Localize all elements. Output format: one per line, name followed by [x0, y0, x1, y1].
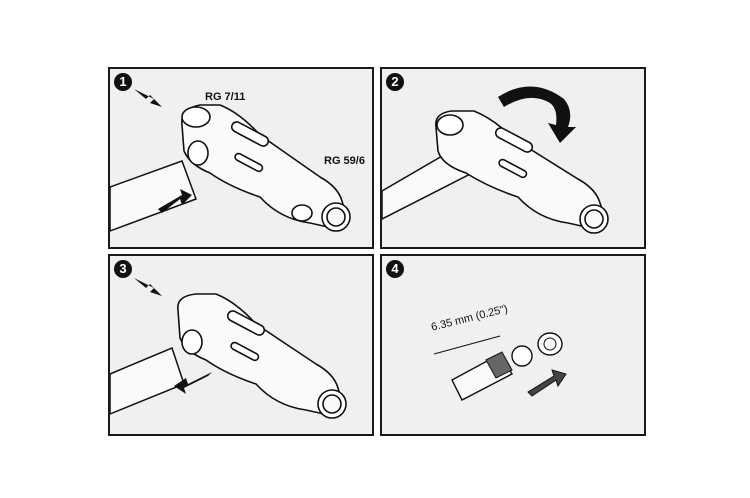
- braid-section: [485, 351, 513, 379]
- step-2-panel: 2: [380, 67, 646, 249]
- rotate-arrow-icon: [498, 86, 576, 143]
- step-3-panel: 3: [108, 254, 374, 436]
- insert-arrow-icon: [134, 278, 162, 296]
- step-4-illustration: [433, 332, 567, 401]
- insert-arrow-icon: [134, 89, 162, 107]
- pull-arrow-icon: [174, 372, 212, 394]
- step-1-panel: 1 RG 7/11 RG 59/6: [108, 67, 374, 249]
- stripper-tool: [181, 104, 351, 232]
- push-arrow-icon: [527, 369, 567, 397]
- stripper-tool: [435, 110, 609, 234]
- step-number-badge: 4: [386, 260, 404, 278]
- coax-cable: [110, 346, 185, 415]
- step-number-badge: 1: [114, 73, 132, 91]
- stripper-tool: [177, 293, 347, 419]
- step-number-badge: 2: [386, 73, 404, 91]
- step-1-illustration: [110, 89, 351, 232]
- step-4-panel: 4 6.35 mm (0.25"): [380, 254, 646, 436]
- push-arrow-icon: [158, 189, 192, 213]
- step-3-illustration: [110, 278, 347, 419]
- dimension-line: [433, 335, 501, 355]
- step-2-illustration: [382, 86, 609, 234]
- rg-7-11-label: RG 7/11: [205, 91, 246, 103]
- rg-59-6-label: RG 59/6: [324, 155, 365, 167]
- coax-cable: [110, 160, 197, 232]
- crimp-ring: [511, 345, 533, 367]
- step-number-badge: 3: [114, 260, 132, 278]
